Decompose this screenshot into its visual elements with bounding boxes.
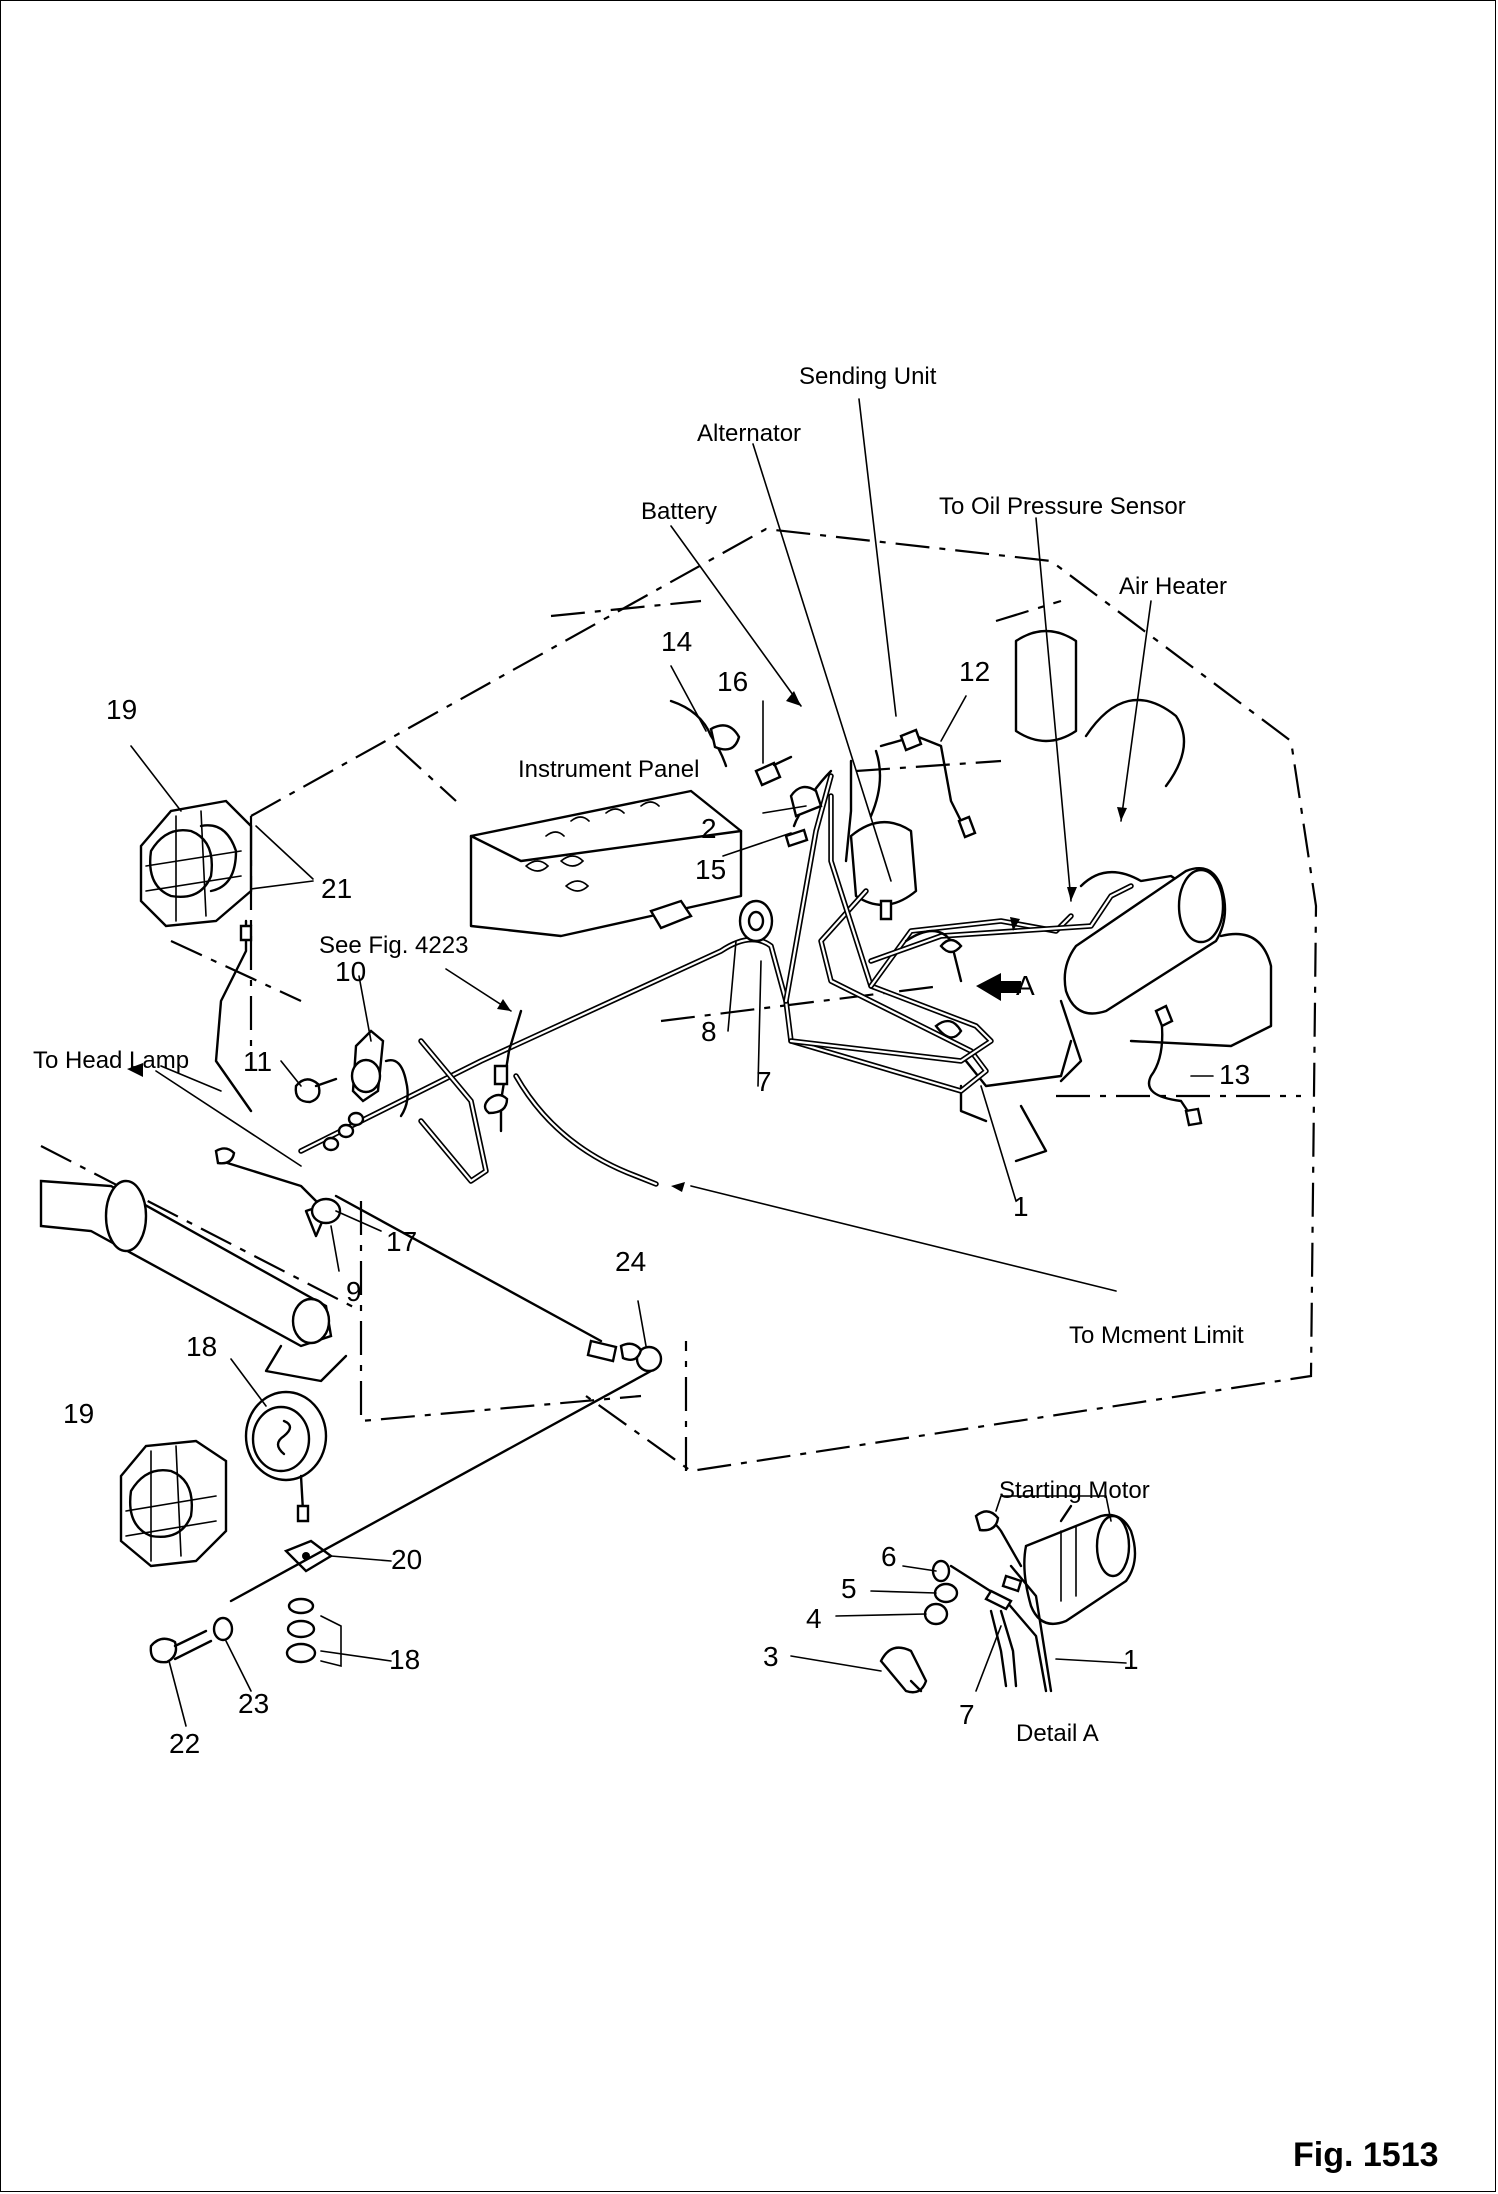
part-number-7-detail: 7 <box>959 1699 975 1730</box>
part-number-22: 22 <box>169 1728 200 1759</box>
part-number-23: 23 <box>238 1688 269 1719</box>
label-alternator: Alternator <box>697 420 801 447</box>
label-see-fig: See Fig. 4223 <box>319 932 468 959</box>
part-number-18-nuts: 18 <box>389 1644 420 1675</box>
label-sending-unit: Sending Unit <box>799 363 937 390</box>
part-number-19-lower: 19 <box>63 1398 94 1429</box>
engine-group <box>849 629 1273 1163</box>
part-number-12: 12 <box>959 656 990 687</box>
part-number-17: 17 <box>386 1226 417 1257</box>
detail-a <box>879 1495 1137 1694</box>
label-arrow-a: A <box>1016 970 1035 1001</box>
part-number-1: 1 <box>1013 1191 1029 1222</box>
label-air-heater: Air Heater <box>1119 573 1227 600</box>
leader-lines <box>130 398 1214 1727</box>
label-instrument-panel: Instrument Panel <box>518 756 699 783</box>
part-number-15: 15 <box>695 854 726 885</box>
left-side-parts <box>39 799 663 1668</box>
part-number-9: 9 <box>346 1276 362 1307</box>
part-number-16: 16 <box>717 666 748 697</box>
part-number-11: 11 <box>243 1046 272 1077</box>
part-number-4: 4 <box>806 1603 822 1634</box>
part-number-8: 8 <box>701 1016 717 1047</box>
part-number-14: 14 <box>661 626 692 657</box>
terminal-wires <box>669 699 1203 1127</box>
arrow-heads <box>127 691 1127 1192</box>
label-to-moment-limit: To Mcment Limit <box>1069 1322 1244 1349</box>
instrument-panel-block <box>469 789 743 938</box>
part-number-2: 2 <box>701 813 717 844</box>
part-number-7: 7 <box>756 1066 772 1097</box>
part-number-10: 10 <box>335 956 366 987</box>
part-number-19: 19 <box>106 694 137 725</box>
part-number-18: 18 <box>186 1331 217 1362</box>
label-to-head-lamp: To Head Lamp <box>33 1047 189 1074</box>
part-number-3: 3 <box>763 1641 779 1672</box>
label-battery: Battery <box>641 498 717 525</box>
part-number-13: 13 <box>1219 1059 1250 1090</box>
text-labels: Sending Unit Alternator Battery To Oil P… <box>33 363 1244 1747</box>
main-harness <box>298 773 1134 1187</box>
part-number-6: 6 <box>881 1541 897 1572</box>
label-oil-pressure-sensor: To Oil Pressure Sensor <box>939 493 1186 520</box>
part-number-5: 5 <box>841 1573 857 1604</box>
part-number-20: 20 <box>391 1544 422 1575</box>
part-number-1-detail: 1 <box>1123 1644 1139 1675</box>
part-number-21: 21 <box>321 873 352 904</box>
part-number-24: 24 <box>615 1246 646 1277</box>
label-detail-a: Detail A <box>1016 1720 1099 1747</box>
part-numbers: 1 2 3 4 5 6 7 8 9 10 11 12 13 14 15 16 1… <box>63 626 1250 1759</box>
figure-label: Fig. 1513 <box>1293 2136 1439 2174</box>
label-starting-motor: Starting Motor <box>999 1477 1150 1504</box>
